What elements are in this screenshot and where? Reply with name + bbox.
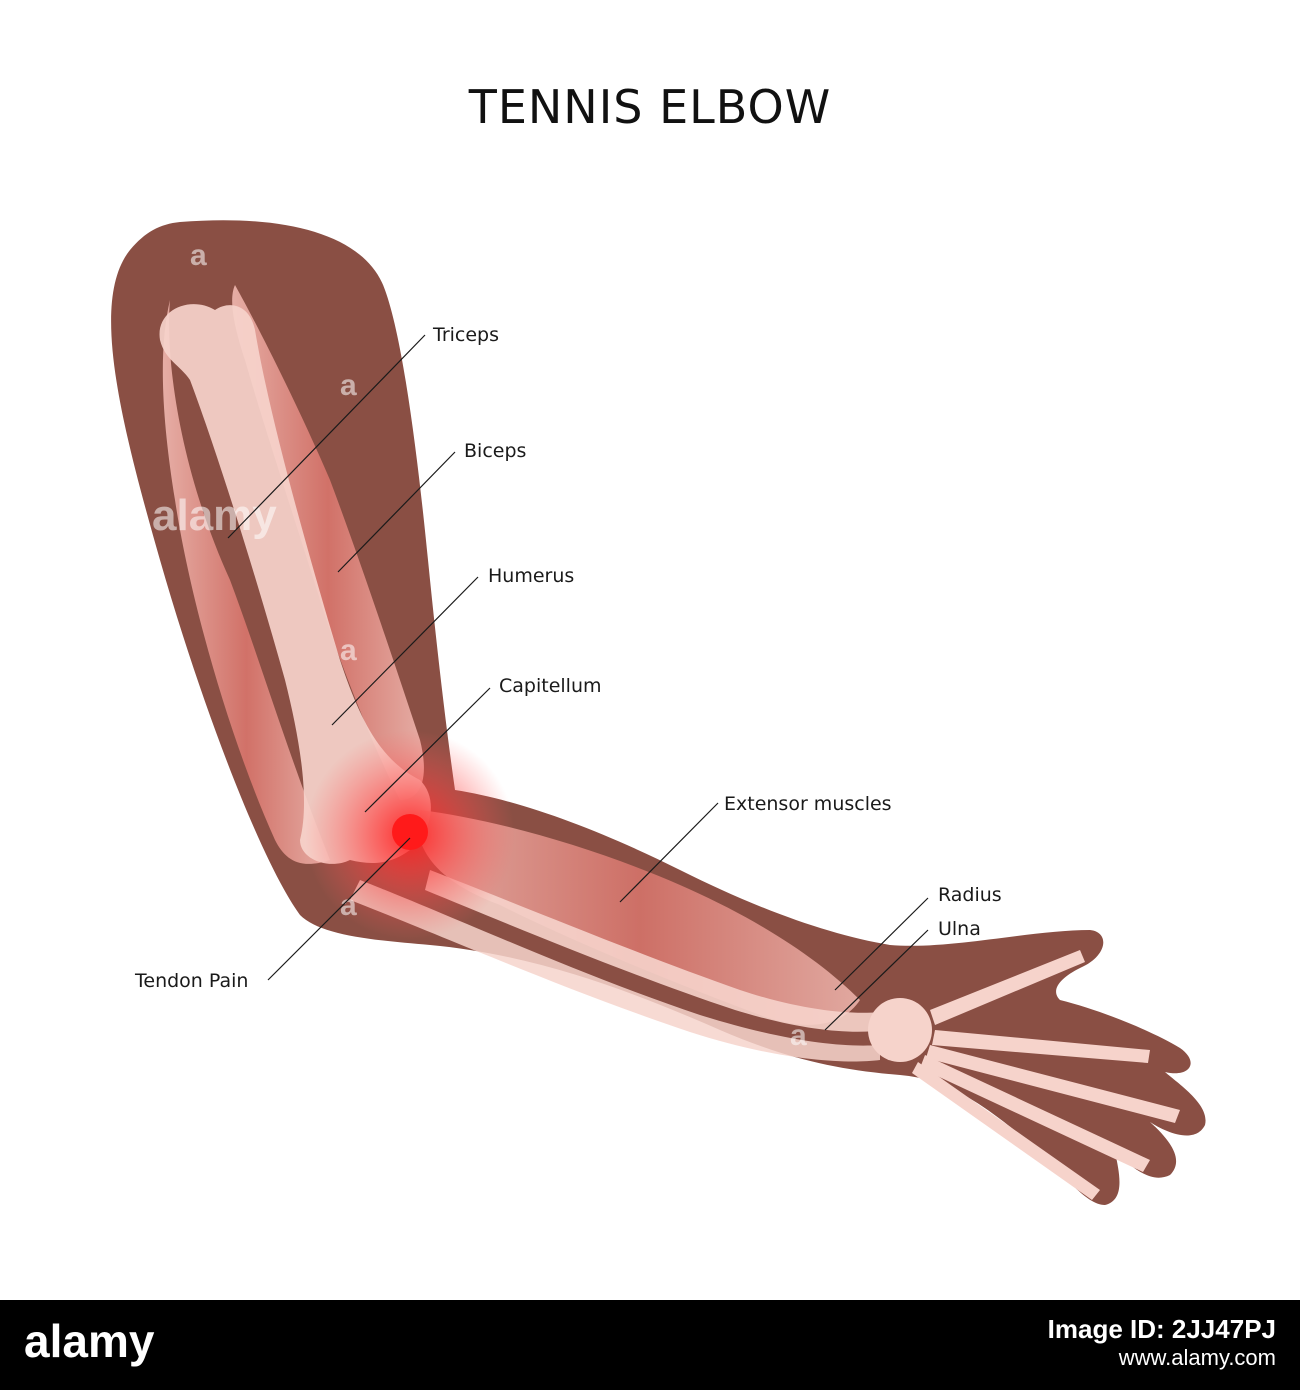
watermark-a-elbow: a xyxy=(340,889,357,922)
label-tendon-pain: Tendon Pain xyxy=(134,970,248,992)
label-extensor-muscles: Extensor muscles xyxy=(724,793,892,815)
footer-bar: alamy Image ID: 2JJ47PJ www.alamy.com xyxy=(0,1300,1300,1390)
finger-bone-index xyxy=(932,1030,1150,1063)
thumb-bone xyxy=(930,950,1085,1025)
label-humerus: Humerus xyxy=(488,565,574,587)
diagram-canvas: TENNIS ELBOW xyxy=(111,80,1206,1205)
leader-ulna xyxy=(824,929,929,1031)
carpal-bone xyxy=(868,998,932,1062)
watermark-a-mid: a xyxy=(340,369,357,402)
label-radius: Radius xyxy=(938,884,1002,906)
biceps-muscle xyxy=(232,285,424,800)
watermark-a-low: a xyxy=(340,634,357,667)
footer-image-id: Image ID: 2JJ47PJ xyxy=(1047,1314,1276,1344)
watermark-text: alamy xyxy=(152,491,277,540)
leader-capitellum xyxy=(364,687,491,813)
leader-biceps xyxy=(337,451,456,573)
finger-bone-middle xyxy=(926,1045,1180,1123)
watermark-a-wrist: a xyxy=(790,1019,807,1052)
page-title: TENNIS ELBOW xyxy=(468,80,832,134)
humerus-bone xyxy=(159,304,431,864)
arm-skin-silhouette xyxy=(111,220,1206,1205)
watermark-a-top: a xyxy=(190,239,207,272)
pain-point xyxy=(392,814,428,850)
leader-radius xyxy=(834,897,929,991)
triceps-muscle xyxy=(162,300,330,864)
extensor-muscles xyxy=(420,810,860,1025)
finger-bone-little xyxy=(912,1062,1100,1200)
finger-bone-ring xyxy=(920,1055,1150,1172)
label-triceps: Triceps xyxy=(432,324,499,346)
label-capitellum: Capitellum xyxy=(499,675,602,697)
footer-meta: Image ID: 2JJ47PJ www.alamy.com xyxy=(1048,1314,1276,1371)
label-ulna: Ulna xyxy=(938,918,981,940)
leader-humerus xyxy=(331,576,479,726)
leader-extensor xyxy=(619,802,719,903)
leader-triceps xyxy=(227,334,426,539)
footer-url: www.alamy.com xyxy=(1118,1345,1276,1370)
hand-bones xyxy=(868,950,1180,1200)
arm-anatomy-illustration: alamy a a a a a Triceps Biceps Humerus C… xyxy=(111,220,1206,1205)
footer-logo: alamy xyxy=(24,1315,155,1367)
label-biceps: Biceps xyxy=(464,440,526,462)
leader-tendon xyxy=(267,837,411,981)
